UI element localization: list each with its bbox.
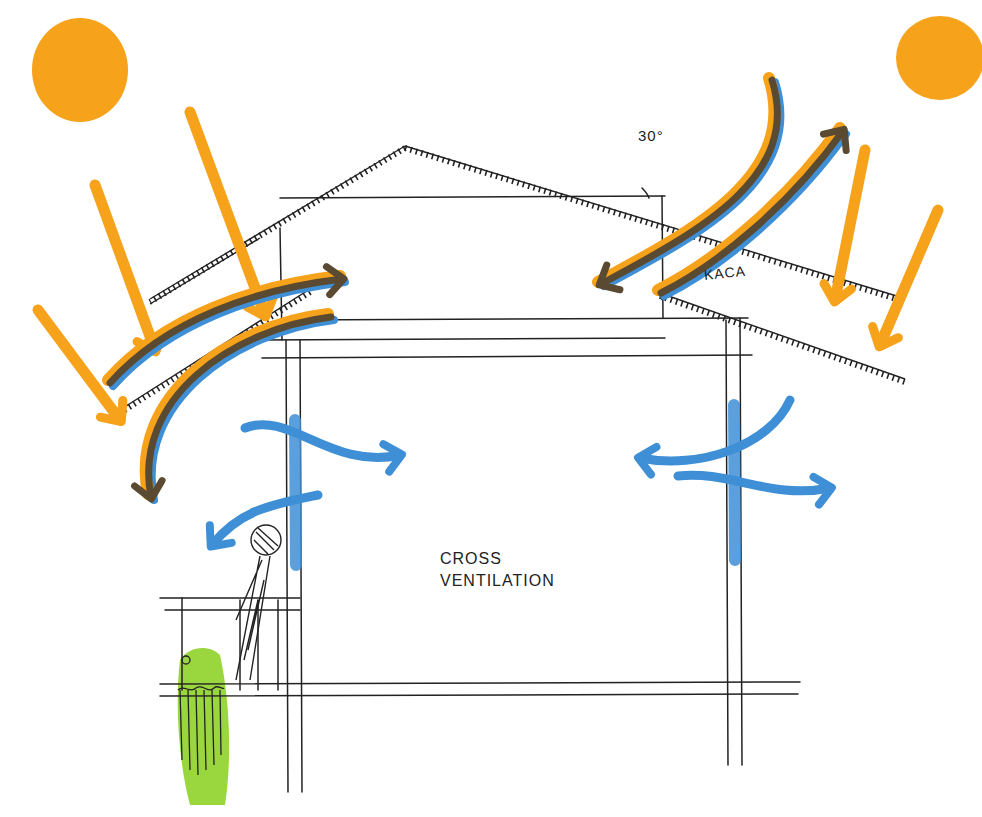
building-outline-part <box>165 609 300 611</box>
building-outline-part <box>260 338 665 340</box>
heat-flow-arrow-part <box>110 279 342 383</box>
sun-ray-part <box>38 310 120 420</box>
heat-flow-arrow-part <box>661 131 843 293</box>
heat-flow-arrow-part <box>601 80 777 284</box>
roof-part <box>150 148 405 302</box>
building-outline-part <box>262 355 752 358</box>
building-outline-part <box>642 188 649 198</box>
sun-ray-part <box>190 112 265 315</box>
heat-flow-arrow-part <box>658 128 840 290</box>
sun-ray-part <box>835 150 865 300</box>
airflow-arrow-part <box>212 495 318 545</box>
plant-part <box>178 648 229 805</box>
airflow-arrow <box>212 400 830 565</box>
airflow-arrow-part <box>678 475 830 491</box>
airflow-arrow-part <box>245 425 400 458</box>
person-part <box>236 556 270 680</box>
person-part <box>254 528 278 554</box>
person-part <box>251 525 281 555</box>
building-outline-part <box>181 598 183 690</box>
angle-label: 30° <box>638 126 664 146</box>
plant <box>178 648 229 805</box>
building-outline-part <box>160 682 800 684</box>
note-label: CROSS VENTILATION <box>440 548 590 591</box>
heat-flow-arrow-part <box>149 317 331 497</box>
building-outline-part <box>286 340 288 792</box>
heat-flow-arrow-part <box>604 82 780 286</box>
building-outline-part <box>277 600 279 690</box>
sun-part <box>32 18 128 122</box>
roof-part <box>150 146 405 299</box>
airflow-arrow-part <box>295 420 296 565</box>
sun-ray-part <box>880 210 938 345</box>
person <box>236 525 281 680</box>
building-outline-part <box>160 694 798 696</box>
roof-part <box>660 293 905 379</box>
building-outline-part <box>160 597 300 599</box>
sun <box>32 16 982 122</box>
building-outline-part <box>280 196 665 198</box>
airflow-arrow-part <box>640 400 790 461</box>
roof-part <box>660 296 905 382</box>
sun-ray-part <box>95 185 155 350</box>
material-label: KACA <box>703 262 747 285</box>
building-outline-part <box>726 320 728 765</box>
sun-part <box>896 16 982 100</box>
plant-part-part <box>180 690 221 775</box>
building-outline-part <box>285 318 748 320</box>
building-outline-part <box>257 600 259 690</box>
sun-ray <box>38 112 938 420</box>
plant-part-part <box>178 687 224 690</box>
plant-part-part <box>182 656 190 664</box>
roof-part <box>405 148 900 300</box>
plant-part <box>178 656 224 775</box>
roof-part <box>405 146 900 297</box>
